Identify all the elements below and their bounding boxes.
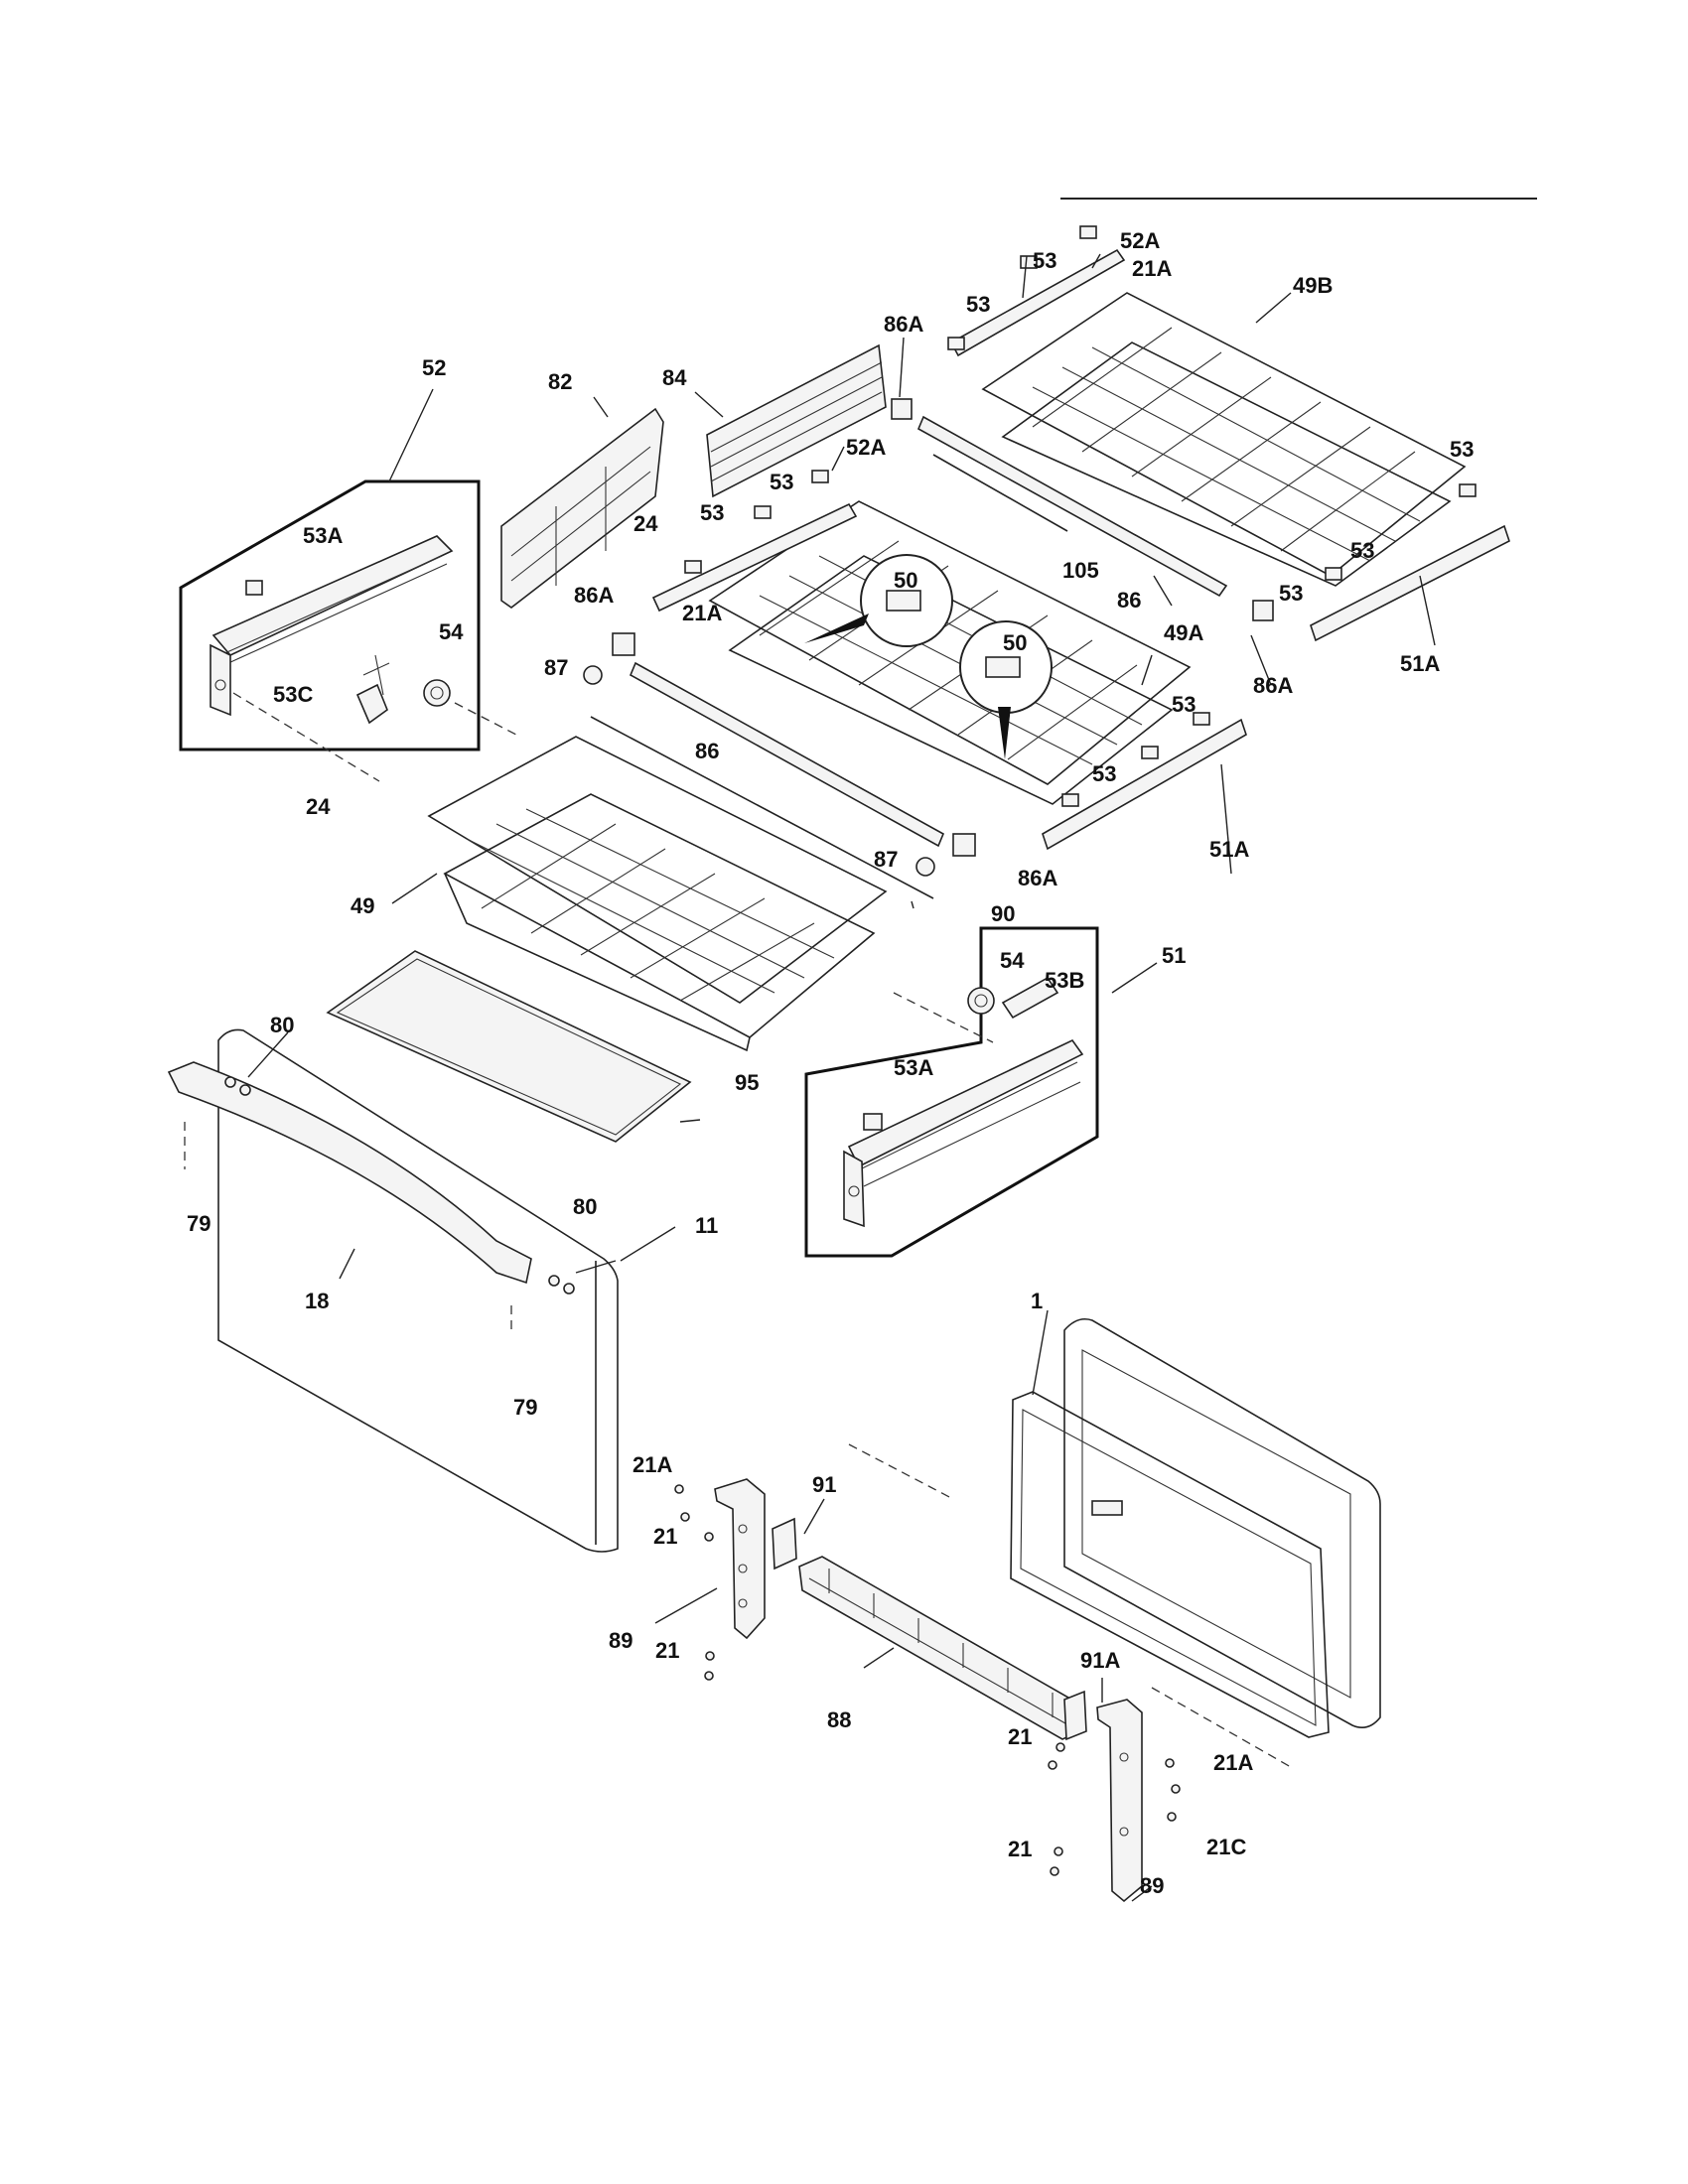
label-52: 52	[422, 355, 446, 380]
label-53A-right: 53A	[894, 1055, 933, 1080]
label-79-left: 79	[187, 1211, 211, 1236]
label-21-d: 21	[1008, 1837, 1032, 1861]
label-49A: 49A	[1164, 620, 1203, 645]
label-1: 1	[1031, 1289, 1043, 1313]
label-91A: 91A	[1080, 1648, 1120, 1673]
bracket-89-left	[714, 1478, 766, 1640]
label-53-mid1: 53	[770, 470, 793, 494]
label-24-upper: 24	[633, 511, 658, 536]
label-50-upper: 50	[894, 568, 917, 593]
label-53A-left: 53A	[303, 523, 343, 548]
label-54-left: 54	[439, 619, 464, 644]
label-21A-br: 21A	[1213, 1750, 1253, 1775]
label-53-right1: 53	[1450, 437, 1474, 462]
label-53-top1: 53	[966, 292, 990, 317]
label-82: 82	[548, 369, 572, 394]
label-90: 90	[991, 901, 1015, 926]
inset-box-51	[804, 926, 1099, 1258]
label-53-mid2: 53	[700, 500, 724, 525]
bracket-91	[772, 1517, 797, 1570]
basket-49B	[981, 292, 1467, 587]
rails-upper	[891, 225, 1510, 642]
label-51A-right: 51A	[1400, 651, 1440, 676]
label-24-lower: 24	[306, 794, 331, 819]
label-21A-mid: 21A	[682, 601, 722, 625]
label-84: 84	[662, 365, 687, 390]
label-86A-left: 86A	[574, 583, 614, 608]
leader-lines	[247, 253, 1436, 1902]
label-18: 18	[305, 1289, 329, 1313]
basket-49	[427, 736, 888, 1052]
rails-middle	[583, 470, 1247, 899]
label-50-lower: 50	[1003, 630, 1027, 655]
label-52A-top: 52A	[1120, 228, 1160, 253]
label-21C: 21C	[1206, 1835, 1246, 1859]
label-21-c: 21	[1008, 1724, 1032, 1749]
label-53-top2: 53	[1033, 248, 1056, 273]
tray-95	[326, 950, 692, 1143]
label-52A-mid: 52A	[846, 435, 886, 460]
label-86-right: 86	[1117, 588, 1141, 613]
label-95: 95	[735, 1070, 759, 1095]
label-49B: 49B	[1293, 273, 1333, 298]
divider-84	[706, 343, 887, 498]
label-86-left: 86	[695, 739, 719, 763]
label-91: 91	[812, 1472, 836, 1497]
label-86A-right: 86A	[1253, 673, 1293, 698]
part-labels: 52 53A 54 53C 24 82 84 86A 53 52A 53 21A…	[187, 228, 1474, 1898]
label-21-b: 21	[655, 1638, 679, 1663]
label-87-right: 87	[874, 847, 898, 872]
drawer-front-11	[167, 1028, 619, 1553]
label-89-right: 89	[1140, 1873, 1164, 1898]
label-53B: 53B	[1045, 968, 1084, 993]
label-105: 105	[1062, 558, 1099, 583]
label-51A-lower: 51A	[1209, 837, 1249, 862]
label-53-right5: 53	[1092, 761, 1116, 786]
label-80-right: 80	[573, 1194, 597, 1219]
label-53-right3: 53	[1279, 581, 1303, 606]
label-49: 49	[351, 893, 374, 918]
bracket-91A	[1063, 1690, 1087, 1741]
label-86A-lower: 86A	[1018, 866, 1057, 890]
label-86A-top: 86A	[884, 312, 923, 337]
bracket-89-right	[1096, 1699, 1143, 1903]
inset-box-52	[179, 479, 517, 782]
label-89-left: 89	[609, 1628, 633, 1653]
label-51: 51	[1162, 943, 1186, 968]
label-87-left: 87	[544, 655, 568, 680]
screws	[674, 1484, 1181, 1876]
label-53C: 53C	[273, 682, 313, 707]
frame-1	[848, 1317, 1381, 1768]
label-88: 88	[827, 1707, 851, 1732]
label-53-right4: 53	[1172, 692, 1196, 717]
label-79-right: 79	[513, 1395, 537, 1420]
label-54-right: 54	[1000, 948, 1025, 973]
label-53-right2: 53	[1350, 538, 1374, 563]
label-11: 11	[695, 1213, 718, 1238]
label-21A-top: 21A	[1132, 256, 1172, 281]
label-21-a: 21	[653, 1524, 677, 1549]
basket-49A	[708, 500, 1192, 805]
divider-82	[500, 407, 664, 609]
label-80-left: 80	[270, 1013, 294, 1037]
label-21A-bl: 21A	[633, 1452, 672, 1477]
